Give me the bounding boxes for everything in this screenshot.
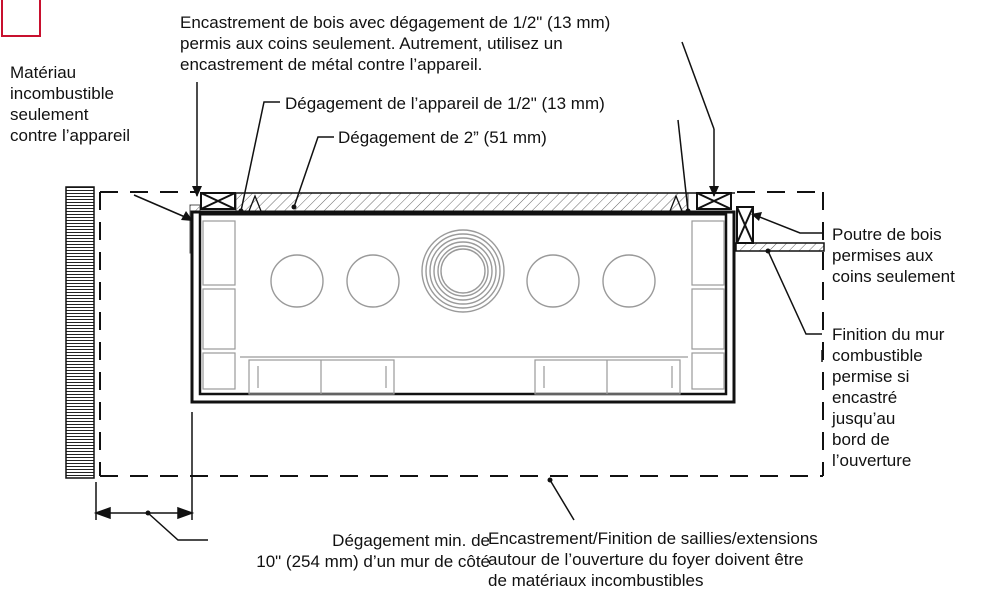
noncombustible-material-label: Matériau incombustible seulement contre … xyxy=(10,63,131,145)
arrowheads xyxy=(181,186,762,221)
side-wall xyxy=(65,186,95,479)
framing-outline-dashed xyxy=(99,191,824,477)
port-circle xyxy=(602,254,656,308)
leader-dots xyxy=(145,204,771,516)
clearance-markers xyxy=(248,194,683,212)
port-circle xyxy=(526,254,580,308)
wall-finish-strip xyxy=(735,242,825,252)
port-circle xyxy=(270,254,324,308)
top-clearance-zone xyxy=(235,192,689,213)
appliance-clearance-label: Dégagement de l’appareil de 1/2" (13 mm) xyxy=(285,94,605,113)
clearance-2in-label: Dégagement de 2” (51 mm) xyxy=(338,128,547,147)
side-wall-clearance-label: Dégagement min. de 10" (254 mm) d’un mur… xyxy=(256,531,490,571)
wood-beam xyxy=(736,206,754,244)
wood-beam-label: Poutre de bois permises aux coins seulem… xyxy=(832,225,955,286)
leader-lines xyxy=(133,41,824,541)
wood-framing-left xyxy=(200,192,236,210)
center-flue xyxy=(421,229,505,313)
port-circle xyxy=(346,254,400,308)
wood-framing-note: Encastrement de bois avec dégagement de … xyxy=(180,13,611,74)
side-clearance-dimension xyxy=(93,412,195,520)
appliance-ports xyxy=(270,229,656,313)
wall-finish-label: Finition du mur combustible permise si e… xyxy=(832,325,945,470)
corner-mark xyxy=(1,0,41,37)
surround-note-label: Encastrement/Finition de saillies/extens… xyxy=(488,529,818,590)
